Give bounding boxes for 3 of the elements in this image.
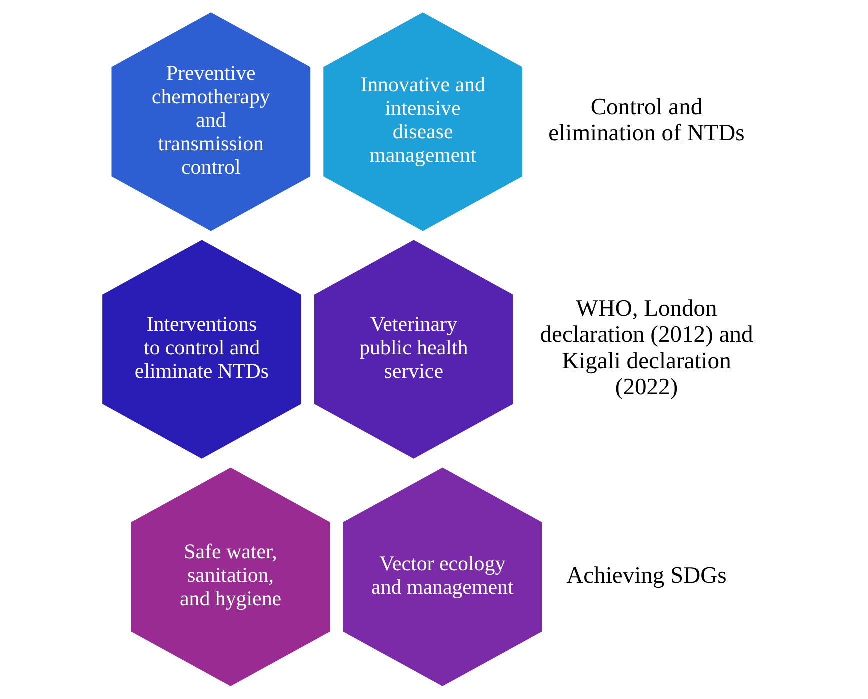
label: Achieving SDGs bbox=[566, 562, 726, 589]
label: WHO, London declaration (2012) and Kigali declaration (2022) bbox=[540, 296, 753, 400]
label: Control and elimination of NTDs bbox=[548, 94, 744, 147]
